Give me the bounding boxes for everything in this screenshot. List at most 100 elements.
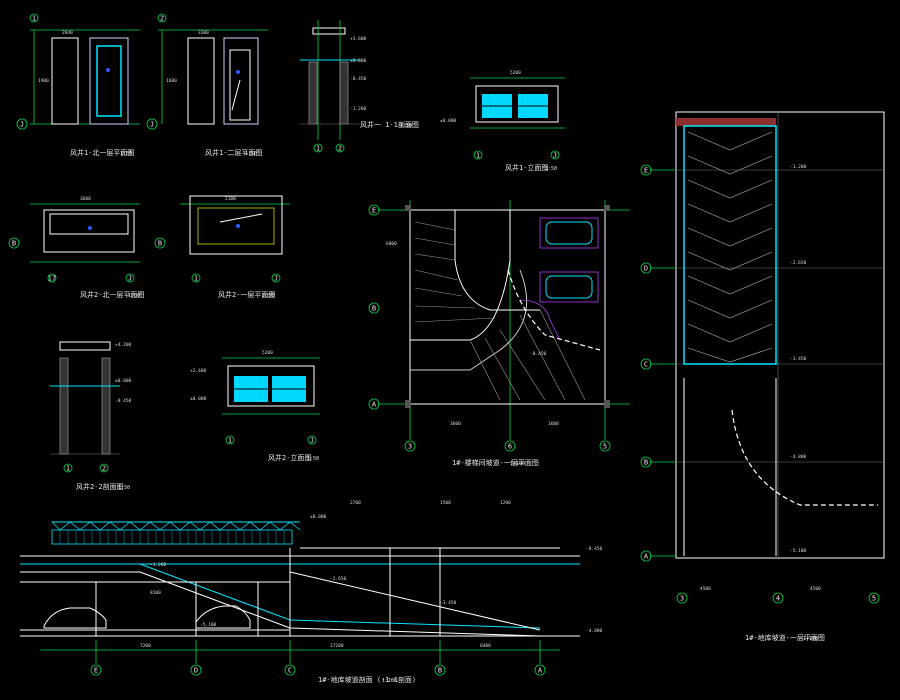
shaft2-ground-plan: 2100 B 1 J 风井2-一层平面图 1:50 — [154, 195, 290, 299]
shaft2-section: +4.200 ±0.000 -0.450 1 2 风井2-2剖面图 1:50 — [50, 341, 132, 491]
view-scale: 1:50 — [262, 293, 274, 299]
level-text: -0.450 — [115, 398, 132, 404]
view-title: 风井2-一层平面图 — [218, 290, 275, 299]
grid-bubble-j: J — [310, 437, 314, 445]
grid-bubble-1: 1 — [316, 145, 320, 153]
view-title: 风井2-立面图 — [268, 453, 311, 462]
grid-bubble-j: J — [20, 121, 24, 129]
dim-text: 1200 — [500, 500, 511, 506]
level-text: -1.200 — [350, 106, 367, 112]
grid-bubble-d: D — [644, 265, 648, 273]
shaft2-first-floor-plan: 3600 B 17 J 风井2-北一层平面图 1:50 — [8, 196, 144, 299]
dim-text: 2700 — [350, 500, 361, 506]
grid-bubble-a: A — [538, 667, 543, 675]
level-text: -1.200 — [150, 562, 167, 568]
shaft1-section: +3.600 ±0.000 -0.450 -1.200 1 2 风井一 1-1剖… — [300, 20, 419, 153]
view-scale: 1:100 — [510, 461, 525, 467]
dim-text: 8100 — [150, 590, 161, 596]
dim-text: 5200 — [510, 70, 521, 76]
grid-bubble-17: 17 — [48, 275, 56, 283]
level-text: -4.800 — [790, 454, 807, 460]
view-scale: 1:50 — [400, 123, 412, 129]
grid-bubble-3: 3 — [680, 595, 684, 603]
view-scale: 1:100 — [803, 636, 818, 642]
level-text: -4.800 — [586, 628, 603, 634]
grid-bubble-c: C — [288, 667, 292, 675]
level-text: -3.450 — [440, 600, 457, 606]
grid-bubble-j: J — [150, 121, 154, 129]
level-text: -2.650 — [330, 576, 347, 582]
dim-text: 5200 — [262, 350, 273, 356]
view-title: 1#-地库坡道剖面 (-1-1剖面) — [318, 675, 416, 684]
level-text: ±0.000 — [310, 514, 327, 520]
dim-text: 3600 — [548, 421, 559, 427]
level-text: +2.400 — [190, 368, 207, 374]
grid-bubble-e: E — [644, 167, 648, 175]
stair-ramp-plan: 6000 3600 3600 -0.450 E B A 3 6 5 1#-楼梯间… — [368, 200, 630, 467]
view-scale: 1:50 — [120, 151, 132, 157]
grid-bubble-2: 2 — [160, 15, 164, 23]
dim-text: 17200 — [330, 643, 344, 649]
view-title: 风井2-北一层平面图 — [80, 290, 144, 299]
dim-text: 4500 — [700, 586, 711, 592]
level-text: -5.100 — [790, 548, 807, 554]
level-text: -0.450 — [350, 76, 367, 82]
dim-text: 2100 — [225, 196, 236, 202]
grid-bubble-1: 1 — [194, 275, 198, 283]
view-title: 风井1-立面图 — [505, 163, 548, 172]
grid-bubble-5: 5 — [872, 595, 876, 603]
garage-ramp-plan: -1.200 -2.650 -3.450 -4.800 -5.100 4500 … — [640, 111, 885, 642]
grid-bubble-5: 5 — [603, 443, 607, 451]
grid-bubble-1: 1 — [228, 437, 232, 445]
shaft1-elevation: 5200 ±0.000 1 J 风井1-立面图 1:50 — [440, 70, 565, 172]
dim-text: 2840 — [62, 30, 73, 36]
grid-bubble-1: 1 — [476, 152, 480, 160]
level-text: -2.650 — [790, 260, 807, 266]
view-scale: 1:50 — [545, 166, 557, 172]
level-text: -1.200 — [790, 164, 807, 170]
level-text: +4.200 — [115, 342, 132, 348]
level-text: ±0.000 — [350, 58, 367, 64]
grid-bubble-2: 2 — [102, 465, 106, 473]
dim-text: 1900 — [38, 78, 49, 84]
level-text: -0.450 — [586, 546, 603, 552]
grid-bubble-a: A — [372, 401, 377, 409]
dim-text: 4500 — [810, 586, 821, 592]
dim-text: 3600 — [450, 421, 461, 427]
view-title: 1#-楼梯间坡道-一层平面图 — [452, 458, 539, 467]
level-text: ±0.000 — [440, 118, 457, 124]
shaft1-second-floor-plan: 3300 1600 J 2 风井1-二层平面图 1:50 — [146, 13, 268, 157]
view-title: 风井一 1-1剖面图 — [360, 120, 419, 129]
view-scale: 1:100 — [382, 678, 397, 684]
dim-text: 1600 — [166, 78, 177, 84]
grid-bubble-j: J — [128, 275, 132, 283]
grid-bubble-b: B — [438, 667, 442, 675]
dim-text: 7200 — [140, 643, 151, 649]
view-title: 风井1-北一层平面图 — [70, 148, 134, 157]
grid-bubble-1: 1 — [32, 15, 36, 23]
grid-bubble-a: A — [644, 553, 649, 561]
grid-bubble-j: J — [274, 275, 278, 283]
grid-bubble-c: C — [644, 361, 648, 369]
garage-ramp-section: 7200 17200 8400 2700 1500 1200 8100 ±0.0… — [20, 500, 603, 684]
grid-bubble-b: B — [12, 240, 16, 248]
dim-text: 3300 — [198, 30, 209, 36]
grid-bubble-j: J — [553, 152, 557, 160]
level-text: -3.450 — [790, 356, 807, 362]
view-title: 风井1-二层平面图 — [205, 148, 262, 157]
level-text: -0.450 — [530, 351, 547, 357]
shaft1-plan-view: 2840 1900 J 1 风井1-北一层平面图 1:50 — [16, 13, 140, 157]
grid-bubble-6: 6 — [508, 443, 512, 451]
grid-bubble-b: B — [644, 459, 648, 467]
dim-text: 8400 — [480, 643, 491, 649]
grid-bubble-1: 1 — [66, 465, 70, 473]
level-text: ±0.000 — [115, 378, 132, 384]
grid-bubble-3: 3 — [408, 443, 412, 451]
view-title: 1#-地库坡道-一层平面图 — [745, 633, 825, 642]
grid-bubble-2: 2 — [338, 145, 342, 153]
level-text: ±0.000 — [190, 396, 207, 402]
grid-bubble-e: E — [372, 207, 376, 215]
grid-bubble-e: E — [94, 667, 98, 675]
